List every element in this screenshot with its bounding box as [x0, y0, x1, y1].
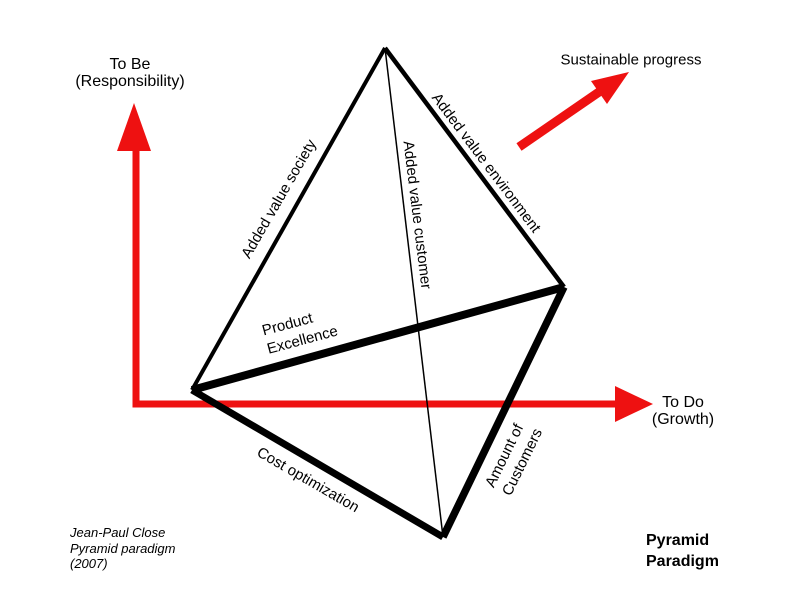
diagram-title-line2: Paradigm	[646, 552, 719, 570]
x-axis-label-line1: To Do	[662, 394, 704, 411]
author-credit: Jean-Paul Close Pyramid paradigm (2007)	[70, 525, 176, 572]
diagram-title-line1: Pyramid	[646, 532, 710, 549]
x-axis-arrowhead-icon	[615, 386, 653, 422]
edge-added-value-customer	[384, 47, 444, 538]
x-axis-label: To Do (Growth)	[652, 394, 714, 428]
diagram-title: Pyramid Paradigm	[646, 531, 719, 572]
edge-added-value-society	[190, 47, 387, 391]
edge-product-excellence	[190, 283, 566, 394]
diagonal-axis-label: Sustainable progress	[560, 51, 702, 69]
sustainable-progress-arrow-shaft	[516, 88, 602, 151]
sustainable-progress-arrowhead-icon	[591, 72, 629, 104]
edge-added-value-environment	[383, 46, 566, 289]
y-axis-arrowhead-icon	[117, 103, 151, 151]
edge-amount-of-customers	[439, 285, 568, 539]
author-credit-line2: Pyramid paradigm	[70, 540, 176, 556]
edge-cost-optimization	[190, 386, 445, 541]
x-axis-label-line2: (Growth)	[651, 411, 715, 428]
xy-axes-lines	[132, 146, 616, 408]
y-axis-label-line1: To Be	[109, 56, 151, 73]
y-axis-label: To Be (Responsibility)	[75, 56, 184, 90]
author-credit-line3: (2007)	[70, 556, 108, 571]
author-credit-line1: Jean-Paul Close	[70, 525, 166, 540]
y-axis-label-line2: (Responsibility)	[75, 73, 185, 90]
